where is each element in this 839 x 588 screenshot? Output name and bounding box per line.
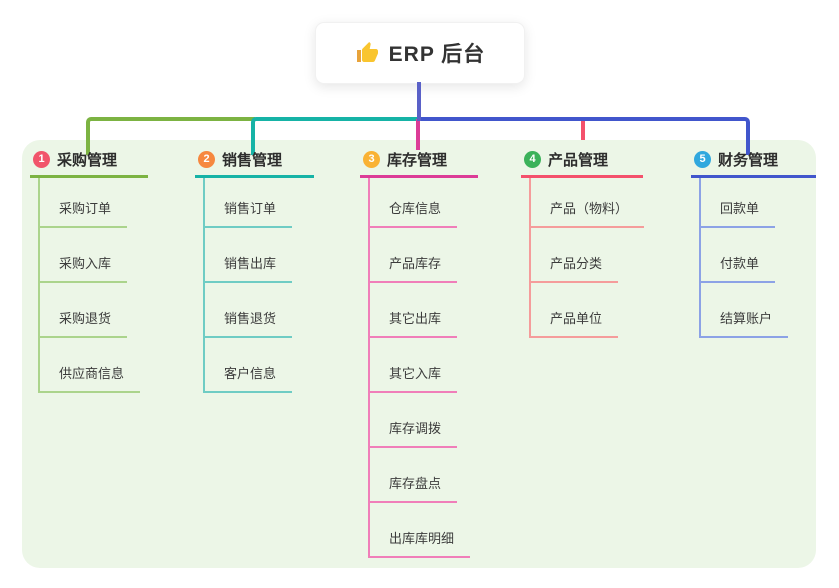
item-label: 回款单 (701, 198, 776, 228)
branch-items: 产品（物料） 产品分类 产品单位 (529, 178, 645, 338)
priority-4-badge: 4 (524, 150, 541, 168)
branch-inventory-management: 3 库存管理 仓库信息 产品库存 其它出库 其它入库 库存调拨 库存盘点 出库库… (360, 148, 478, 558)
branch-sales-management: 2 销售管理 销售订单 销售出库 销售退货 客户信息 (195, 148, 314, 393)
branch-node-product[interactable]: 4 产品管理 (521, 148, 643, 178)
node-item[interactable]: 出库库明细 (370, 503, 478, 558)
branch3-connector-line (416, 119, 420, 150)
branch-title: 财务管理 (718, 151, 779, 169)
item-label: 其它出库 (370, 308, 458, 338)
item-label: 仓库信息 (370, 198, 458, 228)
item-label: 采购订单 (40, 198, 128, 228)
priority-3-badge: 3 (363, 150, 380, 168)
node-item[interactable]: 付款单 (701, 228, 816, 283)
branch5-connector-line (419, 117, 750, 155)
node-item[interactable]: 回款单 (701, 178, 816, 228)
node-item[interactable]: 产品（物料） (531, 178, 645, 228)
branch2-connector-line (251, 117, 419, 155)
priority-1-badge: 1 (33, 150, 50, 168)
branch-product-management: 4 产品管理 产品（物料） 产品分类 产品单位 (521, 148, 645, 338)
thumbs-up-icon (356, 42, 378, 62)
branch-items: 采购订单 采购入库 采购退货 供应商信息 (38, 178, 148, 393)
priority-5-badge: 5 (694, 150, 711, 168)
node-item[interactable]: 产品库存 (370, 228, 478, 283)
item-label: 结算账户 (701, 308, 789, 338)
item-label: 产品分类 (531, 253, 619, 283)
node-item[interactable]: 产品单位 (531, 283, 643, 338)
node-item[interactable]: 库存调拨 (370, 393, 478, 448)
branch-finance-management: 5 财务管理 回款单 付款单 结算账户 (691, 148, 816, 338)
item-label: 付款单 (701, 253, 776, 283)
node-item[interactable]: 供应商信息 (40, 338, 148, 393)
branch-title: 库存管理 (387, 151, 448, 169)
item-label: 出库库明细 (370, 528, 471, 558)
item-label: 产品单位 (531, 308, 619, 338)
branch-title: 采购管理 (57, 151, 118, 169)
branch-node-purchase[interactable]: 1 采购管理 (30, 148, 148, 178)
branch-node-inventory[interactable]: 3 库存管理 (360, 148, 478, 178)
branch-node-sales[interactable]: 2 销售管理 (195, 148, 314, 178)
node-item[interactable]: 销售订单 (205, 178, 314, 228)
item-label: 供应商信息 (40, 363, 141, 393)
item-label: 产品库存 (370, 253, 458, 283)
item-label: 采购退货 (40, 308, 128, 338)
branch-items: 仓库信息 产品库存 其它出库 其它入库 库存调拨 库存盘点 出库库明细 (368, 178, 478, 558)
root-node[interactable]: ERP 后台 (315, 22, 525, 84)
node-item[interactable]: 采购入库 (40, 228, 148, 283)
branch-items: 销售订单 销售出库 销售退货 客户信息 (203, 178, 314, 393)
item-label: 产品（物料） (531, 198, 645, 228)
node-item[interactable]: 结算账户 (701, 283, 816, 338)
branch4-connector-line (581, 119, 585, 150)
node-item[interactable]: 其它出库 (370, 283, 478, 338)
item-label: 库存盘点 (370, 473, 458, 503)
node-item[interactable]: 销售出库 (205, 228, 314, 283)
branch-title: 产品管理 (548, 151, 609, 169)
node-item[interactable]: 客户信息 (205, 338, 314, 393)
node-item[interactable]: 库存盘点 (370, 448, 478, 503)
item-label: 客户信息 (205, 363, 293, 393)
node-item[interactable]: 其它入库 (370, 338, 478, 393)
branch1-connector-line (86, 117, 255, 155)
root-connector-line (417, 82, 421, 121)
node-item[interactable]: 采购订单 (40, 178, 148, 228)
branches-background-panel (22, 140, 816, 568)
priority-2-badge: 2 (198, 150, 215, 168)
item-label: 销售订单 (205, 198, 293, 228)
root-title: ERP 后台 (388, 43, 486, 66)
item-label: 其它入库 (370, 363, 458, 393)
branch-node-finance[interactable]: 5 财务管理 (691, 148, 816, 178)
node-item[interactable]: 销售退货 (205, 283, 314, 338)
node-item[interactable]: 采购退货 (40, 283, 148, 338)
node-item[interactable]: 产品分类 (531, 228, 643, 283)
item-label: 采购入库 (40, 253, 128, 283)
branch-title: 销售管理 (222, 151, 283, 169)
branch-items: 回款单 付款单 结算账户 (699, 178, 816, 338)
item-label: 销售退货 (205, 308, 293, 338)
item-label: 销售出库 (205, 253, 293, 283)
item-label: 库存调拨 (370, 418, 458, 448)
node-item[interactable]: 仓库信息 (370, 178, 478, 228)
branch-purchase-management: 1 采购管理 采购订单 采购入库 采购退货 供应商信息 (30, 148, 148, 393)
